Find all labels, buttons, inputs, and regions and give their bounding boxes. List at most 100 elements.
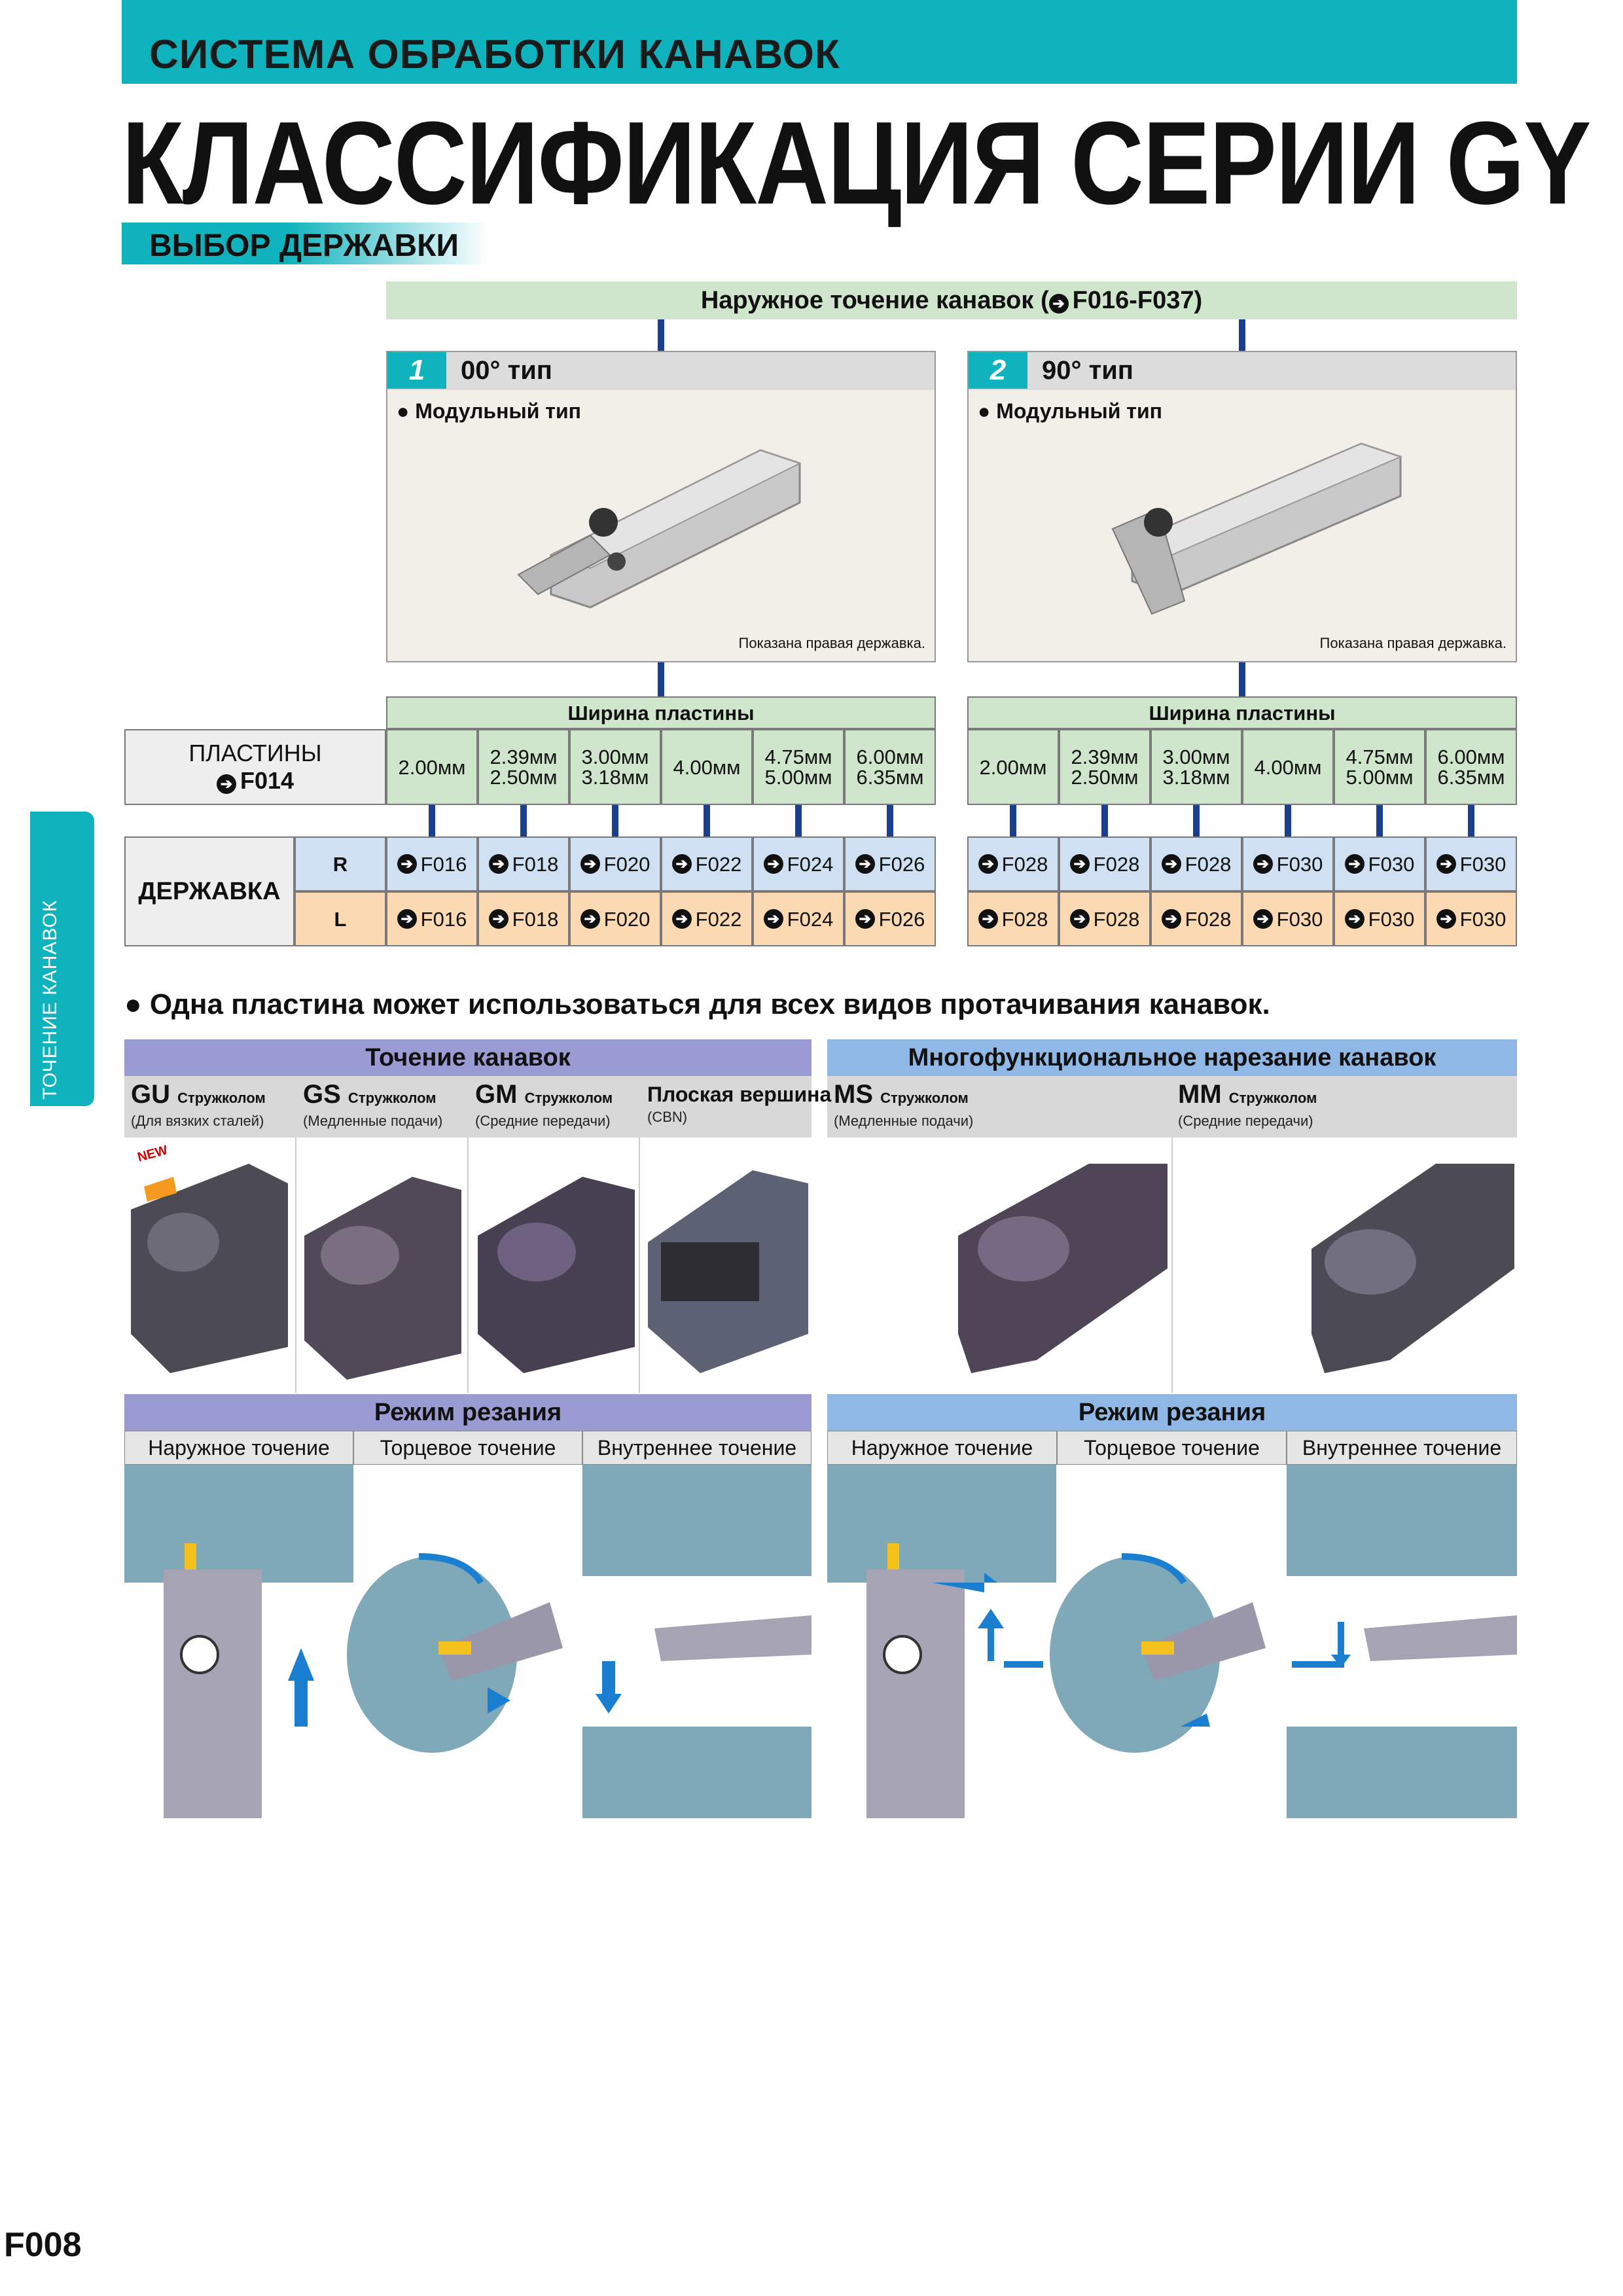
ref-text: F028: [1001, 907, 1048, 931]
hand-l: L: [294, 891, 386, 946]
section-heading: ВЫБОР ДЕРЖАВКИ: [122, 223, 488, 264]
ref-text: F026: [878, 852, 925, 876]
ref-text: F030: [1459, 852, 1507, 876]
holder-ref-l[interactable]: ➔F018: [478, 891, 569, 946]
holder-ref-r[interactable]: ➔F030: [1425, 836, 1517, 891]
side-tab[interactable]: ТОЧЕНИЕ КАНАВОК: [30, 812, 94, 1106]
type1-badge: 1: [387, 352, 446, 389]
connector-line: [612, 805, 618, 836]
insert-desc: (Медленные подачи): [834, 1113, 974, 1129]
multi-insert-labels: [827, 1076, 1517, 1138]
holder-ref-l[interactable]: ➔F030: [1425, 891, 1517, 946]
ref-text: F022: [695, 907, 742, 931]
holder-ref-r[interactable]: ➔F020: [569, 836, 661, 891]
holder-ref-l[interactable]: ➔F024: [753, 891, 844, 946]
width-b: 6.35мм: [856, 766, 924, 789]
holder-ref-r[interactable]: ➔F028: [1059, 836, 1150, 891]
multi-section-title: Многофункциональное нарезание канавок: [827, 1039, 1517, 1076]
mode-face: Торцевое точение: [1057, 1431, 1287, 1465]
holder-ref-r[interactable]: ➔F016: [386, 836, 478, 891]
arrow-right-icon: ➔: [978, 909, 998, 929]
type1-kind: ● Модульный тип: [397, 399, 581, 423]
note-line: ● Одна пластина может использоваться для…: [124, 988, 1270, 1020]
inserts-ref-line[interactable]: ➔F014: [216, 767, 294, 795]
arrow-right-icon: ➔: [671, 854, 692, 874]
insert-gu[interactable]: GU Стружколом(Для вязких сталей): [131, 1080, 266, 1130]
insert-desc: (Для вязких сталей): [131, 1113, 264, 1129]
inserts-ref: F014: [240, 767, 294, 794]
top-banner: СИСТЕМА ОБРАБОТКИ КАНАВОК: [122, 0, 1517, 84]
type2-kind: ● Модульный тип: [978, 399, 1162, 423]
ref-text: F030: [1368, 907, 1415, 931]
insert-code: GU: [131, 1080, 170, 1109]
width-a: 2.00мм: [979, 755, 1047, 779]
insert-code: MS: [834, 1080, 873, 1109]
holder-ref-r[interactable]: ➔F028: [1150, 836, 1242, 891]
width-b: 2.50мм: [490, 766, 558, 789]
section-heading-text: ВЫБОР ДЕРЖАВКИ: [149, 228, 459, 263]
holder-ref-r[interactable]: ➔F030: [1334, 836, 1425, 891]
arrow-right-icon: ➔: [1048, 294, 1069, 314]
holder-ref-r[interactable]: ➔F030: [1242, 836, 1334, 891]
holder-ref-r[interactable]: ➔F018: [478, 836, 569, 891]
holder-ref-r[interactable]: ➔F026: [844, 836, 936, 891]
holder-ref-r[interactable]: ➔F022: [661, 836, 753, 891]
holder-ref-r[interactable]: ➔F028: [967, 836, 1059, 891]
connector-line: [1239, 662, 1245, 696]
arrow-right-icon: ➔: [1253, 854, 1273, 874]
arrow-right-icon: ➔: [397, 854, 417, 874]
insert-desc: (Средние передачи): [1178, 1113, 1313, 1129]
width-header-1: Ширина пластины: [386, 696, 936, 729]
connector-line: [1239, 319, 1245, 351]
arrow-right-icon: ➔: [855, 909, 875, 929]
connector-line: [1376, 805, 1383, 836]
holder-ref-l[interactable]: ➔F028: [967, 891, 1059, 946]
arrow-right-icon: ➔: [978, 854, 998, 874]
holder-ref-l[interactable]: ➔F026: [844, 891, 936, 946]
width-cell: 2.00мм: [967, 729, 1059, 805]
type2-header: 2 90° тип: [969, 352, 1516, 390]
ref-text: F028: [1093, 852, 1140, 876]
holder-ref-l[interactable]: ➔F028: [1059, 891, 1150, 946]
holder-ref-l[interactable]: ➔F030: [1242, 891, 1334, 946]
arrow-right-icon: ➔: [1436, 854, 1456, 874]
ref-text: F020: [603, 852, 651, 876]
ref-text: F016: [420, 907, 467, 931]
ref-text: F028: [1185, 852, 1232, 876]
ref-text: F020: [603, 907, 651, 931]
type1-name: 00° тип: [461, 356, 552, 385]
insert-mm[interactable]: MM Стружколом(Средние передачи): [1178, 1080, 1317, 1130]
holder-ref-l[interactable]: ➔F022: [661, 891, 753, 946]
holder-ref-l[interactable]: ➔F016: [386, 891, 478, 946]
arrow-right-icon: ➔: [1069, 909, 1090, 929]
width-b: 5.00мм: [1346, 766, 1414, 789]
external-ref[interactable]: F016-F037): [1072, 287, 1203, 314]
holder-ref-r[interactable]: ➔F024: [753, 836, 844, 891]
width-cell: 4.00мм: [661, 729, 753, 805]
banner-text: СИСТЕМА ОБРАБОТКИ КАНАВОК: [149, 32, 840, 77]
type1-panel: 1 00° тип ● Модульный тип Показана права…: [386, 351, 936, 662]
mode-internal: Внутреннее точение: [582, 1431, 812, 1465]
holder-ref-l[interactable]: ➔F030: [1334, 891, 1425, 946]
holder-ref-l[interactable]: ➔F028: [1150, 891, 1242, 946]
insert-gm[interactable]: GM Стружколом(Средние передачи): [475, 1080, 613, 1130]
arrow-right-icon: ➔: [1069, 854, 1090, 874]
hand-r: R: [294, 836, 386, 891]
holder-ref-l[interactable]: ➔F020: [569, 891, 661, 946]
insert-flat[interactable]: Плоская вершина(CBN): [647, 1080, 831, 1126]
insert-ms[interactable]: MS Стружколом(Медленные подачи): [834, 1080, 973, 1130]
arrow-right-icon: ➔: [763, 909, 783, 929]
ref-text: F030: [1368, 852, 1415, 876]
width-b: 5.00мм: [764, 766, 832, 789]
insert-gs[interactable]: GS Стружколом(Медленные подачи): [303, 1080, 442, 1130]
arrow-right-icon: ➔: [763, 854, 783, 874]
insert-code: Плоская вершина: [647, 1083, 832, 1106]
cutting-diagram-grooving: [124, 1465, 812, 1818]
groove-insert-photos: [124, 1138, 812, 1393]
ref-text: F016: [420, 852, 467, 876]
